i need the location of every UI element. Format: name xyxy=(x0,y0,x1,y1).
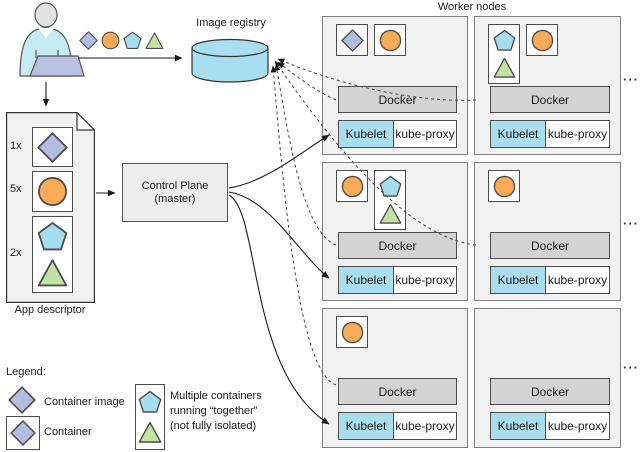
docker-bar: Docker xyxy=(490,378,610,405)
legend-title: Legend: xyxy=(6,366,46,378)
pentagon-icon xyxy=(37,221,68,252)
legend-container-image-label: Container image xyxy=(44,396,125,408)
worker-nodes-title: Worker nodes xyxy=(437,1,507,13)
circle-icon xyxy=(341,175,364,198)
circle-icon xyxy=(341,321,364,344)
more-nodes-ellipsis: ··· xyxy=(623,72,639,87)
replica-count: 5x xyxy=(10,183,22,195)
replica-count: 1x xyxy=(10,140,22,152)
container-box xyxy=(336,316,368,348)
legend-pod-label: Multiple containers running “together” (… xyxy=(170,390,262,432)
kubelet-label: Kubelet xyxy=(339,121,394,147)
triangle-icon xyxy=(37,257,68,288)
diamond-icon xyxy=(340,28,364,52)
pushed-images-row xyxy=(79,31,164,50)
control-plane-box: Control Plane (master) xyxy=(122,163,228,222)
circle-icon xyxy=(493,175,516,198)
kube-proxy-label: kube-proxy xyxy=(547,419,608,433)
container-box xyxy=(336,24,368,56)
diamond-icon xyxy=(79,31,98,50)
triangle-icon xyxy=(493,56,516,79)
pod-icon xyxy=(135,384,165,450)
running-containers xyxy=(488,170,520,202)
image-registry-label: Image registry xyxy=(196,17,266,29)
connector-controlplane-to-kubelet-3 xyxy=(228,191,330,279)
kubelet-label: Kubelet xyxy=(491,413,546,439)
pentagon-icon xyxy=(493,29,516,52)
kube-proxy-label: kube-proxy xyxy=(395,127,455,141)
triangle-icon xyxy=(138,420,162,444)
circle-icon xyxy=(379,29,402,52)
running-containers xyxy=(336,316,368,348)
pentagon-icon xyxy=(379,175,402,198)
control-plane-subtitle: (master) xyxy=(154,192,196,205)
running-containers xyxy=(488,24,558,84)
app-descriptor-document: 1x 5x 2x xyxy=(6,112,95,303)
running-containers xyxy=(336,24,406,56)
diamond-icon xyxy=(10,420,36,446)
kube-proxy-label: kube-proxy xyxy=(547,273,608,287)
circle-icon xyxy=(37,176,68,207)
circle-icon xyxy=(531,29,554,52)
descriptor-item-box xyxy=(32,171,73,212)
triangle-icon xyxy=(145,31,164,50)
container-box xyxy=(374,24,406,56)
circle-icon xyxy=(101,31,120,50)
more-nodes-ellipsis: ··· xyxy=(623,216,639,231)
kubelet-label: Kubelet xyxy=(491,267,546,293)
kubelet-label: Kubelet xyxy=(339,413,394,439)
container-image-icon xyxy=(8,386,36,414)
descriptor-item-box xyxy=(32,127,73,167)
kubelet-label: Kubelet xyxy=(491,121,546,147)
container-box xyxy=(336,170,368,202)
container-box xyxy=(488,170,520,202)
running-containers xyxy=(336,170,406,230)
diamond-icon xyxy=(37,131,68,163)
container-box xyxy=(526,24,558,56)
kube-proxy-label: kube-proxy xyxy=(395,273,455,287)
pod-box xyxy=(374,170,406,230)
triangle-icon xyxy=(379,202,402,225)
kubelet-label: Kubelet xyxy=(339,267,394,293)
kube-proxy-label: kube-proxy xyxy=(547,127,608,141)
diamond-icon xyxy=(8,386,36,414)
more-nodes-ellipsis: ··· xyxy=(623,360,639,375)
docker-bar: Docker xyxy=(490,232,610,259)
docker-bar: Docker xyxy=(338,232,457,259)
container-icon xyxy=(6,416,40,450)
pentagon-icon xyxy=(123,31,142,50)
app-descriptor-label: App descriptor xyxy=(14,304,86,316)
kube-proxy-label: kube-proxy xyxy=(395,419,455,433)
docker-bar: Docker xyxy=(338,378,457,405)
descriptor-pod-box xyxy=(32,216,73,293)
control-plane-title: Control Plane xyxy=(141,179,209,192)
user-icon xyxy=(14,2,90,82)
replica-count: 2x xyxy=(10,247,22,259)
legend-container-label: Container xyxy=(44,426,92,438)
docker-bar: Docker xyxy=(490,86,610,113)
connector-controlplane-to-kubelet-1 xyxy=(228,134,330,189)
image-registry-icon xyxy=(190,38,270,84)
pod-box xyxy=(488,24,520,84)
docker-bar: Docker xyxy=(338,86,457,113)
pentagon-icon xyxy=(138,390,162,414)
